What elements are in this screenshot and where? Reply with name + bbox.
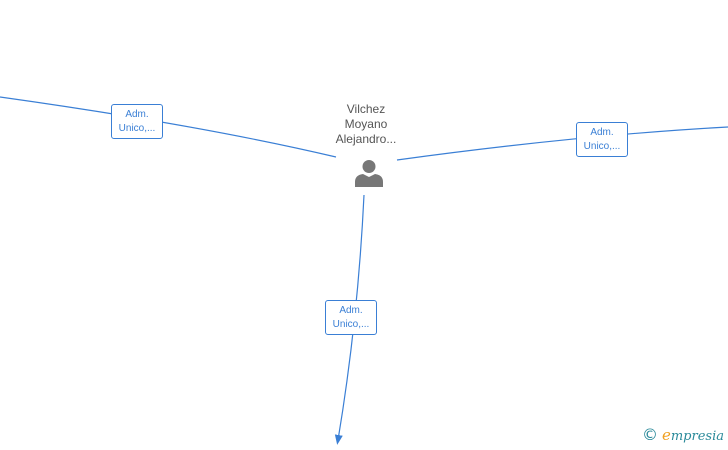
brand-initial: e: [661, 426, 671, 444]
edge-line-left: [0, 96, 337, 158]
person-name[interactable]: Vilchez Moyano Alejandro...: [316, 102, 416, 147]
person-name-line-3: Alejandro...: [335, 132, 397, 146]
person-name-line-1: Vilchez: [346, 102, 386, 116]
edge-label-role-line-1: Adm.: [339, 305, 363, 316]
edge-label-role-line-2: Unico,...: [332, 319, 370, 330]
edge-label-left[interactable]: Adm. Unico,...: [111, 104, 163, 139]
edge-line-right: [396, 126, 728, 161]
brand-name: empresia: [662, 426, 724, 444]
edge-label-role-line-1: Adm.: [590, 127, 614, 138]
edge-label-role-line-2: Unico,...: [583, 141, 621, 152]
brand-watermark: © empresia: [642, 426, 724, 444]
brand-rest: mpresia: [670, 429, 724, 444]
edge-label-role-line-1: Adm.: [125, 109, 149, 120]
edge-label-role-line-2: Unico,...: [118, 123, 156, 134]
edge-label-right[interactable]: Adm. Unico,...: [576, 122, 628, 157]
person-name-line-2: Moyano: [344, 117, 388, 131]
person-icon[interactable]: [354, 158, 384, 188]
copyright-icon: ©: [641, 425, 658, 444]
edge-label-bottom[interactable]: Adm. Unico,...: [325, 300, 377, 335]
